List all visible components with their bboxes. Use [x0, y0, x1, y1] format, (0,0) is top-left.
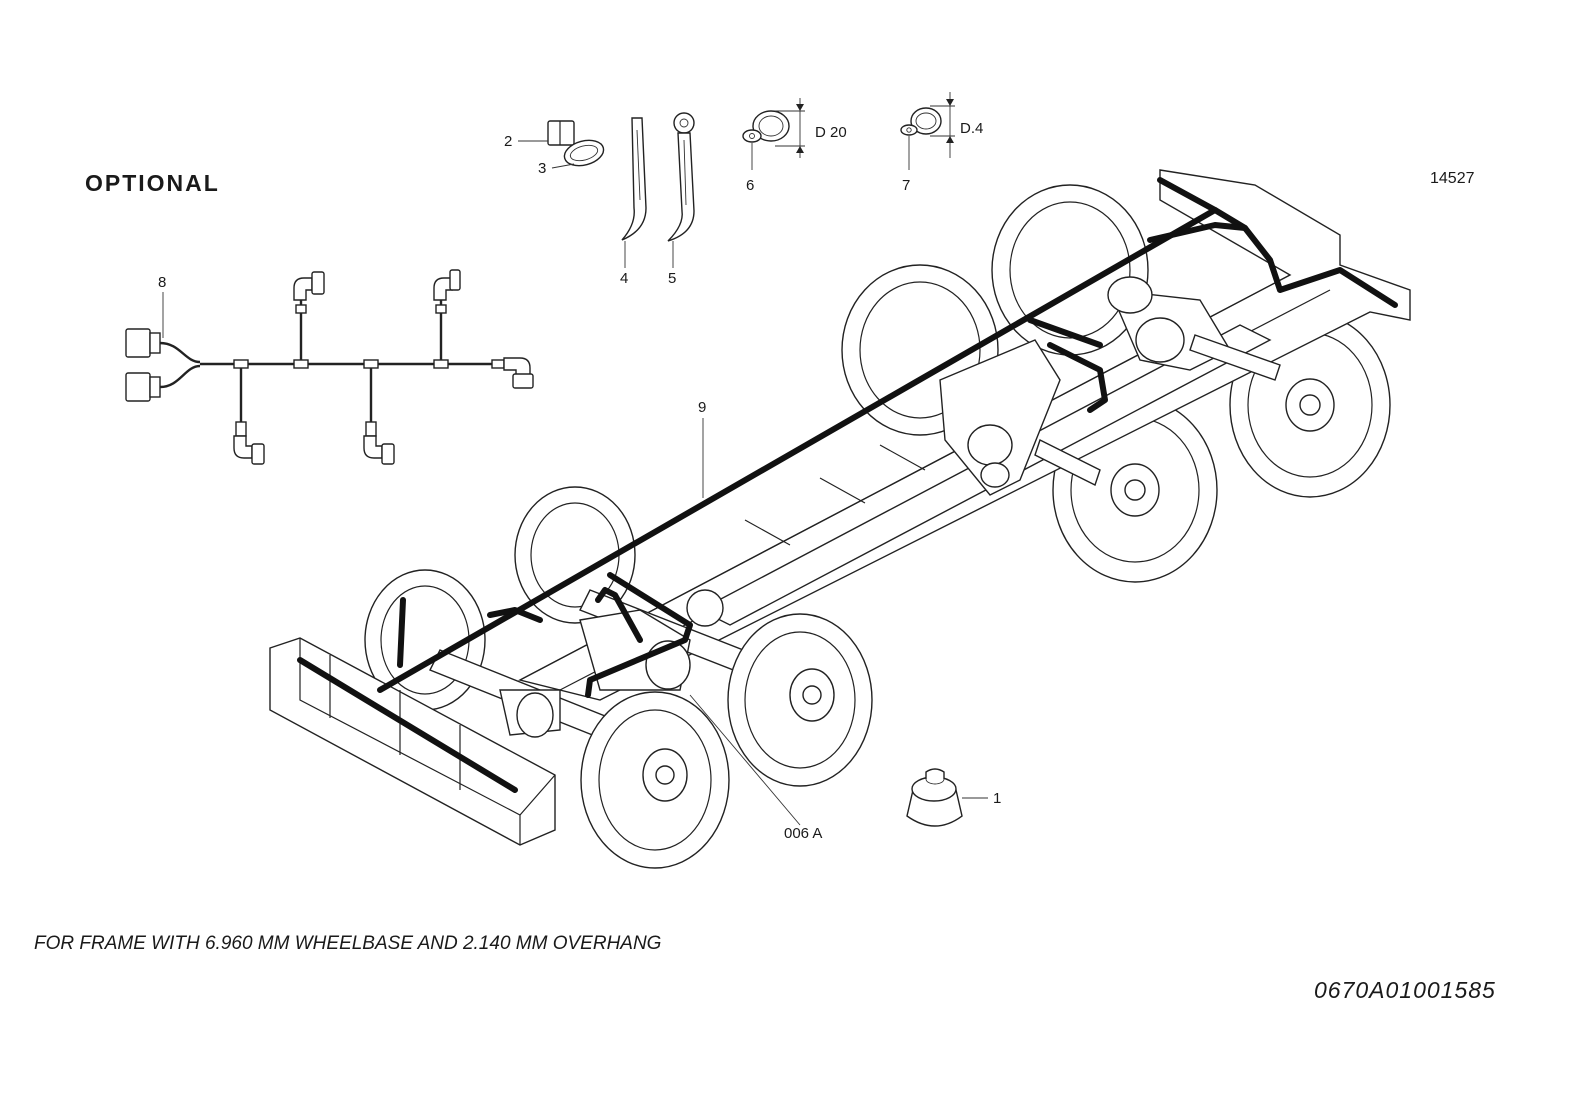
callout-3: 3 — [538, 160, 575, 177]
dimension-d4: D.4 — [960, 120, 983, 137]
rear-axle-assembly — [939, 276, 1281, 496]
truck-chassis — [269, 169, 1411, 869]
svg-text:6: 6 — [746, 177, 754, 194]
svg-text:5: 5 — [668, 270, 676, 287]
dimension-d20: D 20 — [815, 124, 847, 141]
part-clip-with-band — [547, 120, 605, 167]
part-cable-tie — [621, 117, 647, 241]
front-wheel-set-near — [580, 613, 873, 869]
callout-7: 7 — [902, 136, 910, 194]
chassis-harness-route — [297, 177, 1398, 793]
part-grommet — [906, 768, 988, 827]
svg-text:3: 3 — [538, 160, 546, 177]
part-wiring-harness — [125, 269, 534, 465]
callout-1: 1 — [993, 790, 1001, 807]
callout-9: 9 — [698, 399, 706, 498]
svg-text:8: 8 — [158, 274, 166, 291]
reference-number: 14527 — [1430, 170, 1475, 187]
part-p-clamp-d4 — [900, 92, 955, 158]
front-bumper — [269, 637, 556, 846]
callout-4: 4 — [620, 241, 628, 287]
callout-6: 6 — [746, 143, 754, 194]
callout-2: 2 — [504, 133, 548, 150]
part-p-clamp-d20 — [742, 98, 805, 158]
svg-text:2: 2 — [504, 133, 512, 150]
svg-text:9: 9 — [698, 399, 706, 416]
svg-text:006 A: 006 A — [784, 825, 822, 842]
part-cable-tie-eyelet — [667, 112, 695, 242]
document-number: 0670A01001585 — [1314, 977, 1496, 1003]
svg-text:4: 4 — [620, 270, 628, 287]
optional-label: OPTIONAL — [85, 170, 220, 196]
frame-caption: FOR FRAME WITH 6.960 MM WHEELBASE AND 2.… — [34, 933, 662, 954]
callout-5: 5 — [668, 241, 676, 287]
callout-006a: 006 A — [689, 694, 822, 842]
callout-8: 8 — [158, 274, 166, 338]
svg-text:7: 7 — [902, 177, 910, 194]
